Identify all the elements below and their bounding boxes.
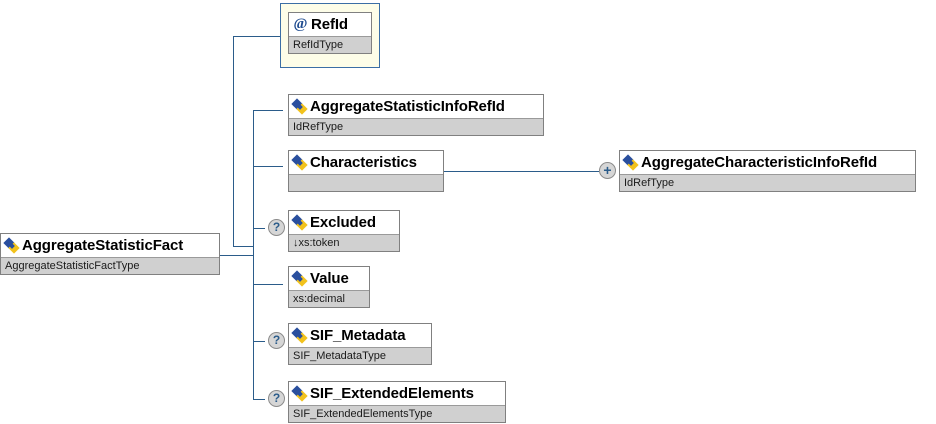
node-title-row: @ RefId (289, 13, 371, 36)
node-name: RefId (311, 16, 349, 33)
expand-badge-aggregate-characteristic-info-refid[interactable]: + (599, 162, 616, 179)
element-icon (291, 326, 308, 344)
connector-attribute-vertical (233, 36, 234, 246)
node-aggregate-characteristic-info-refid[interactable]: AggregateCharacteristicInfoRefId IdRefTy… (619, 150, 916, 192)
optional-badge-sif-metadata[interactable]: ? (268, 332, 285, 349)
node-title-row: AggregateStatisticFact (1, 234, 219, 257)
node-type-row: SIF_ExtendedElementsType (289, 405, 505, 422)
connector-characteristics-to-grandchild (444, 171, 599, 172)
node-type-row: RefIdType (289, 36, 371, 53)
element-icon (291, 384, 308, 402)
node-type: SIF_ExtendedElementsType (293, 408, 433, 420)
element-icon (291, 213, 308, 231)
node-title-row: SIF_ExtendedElements (289, 382, 505, 405)
element-icon (622, 153, 639, 171)
node-value[interactable]: Value xs:decimal (288, 266, 370, 308)
optional-badge-sif-extended-elements[interactable]: ? (268, 390, 285, 407)
node-name: AggregateCharacteristicInfoRefId (641, 154, 878, 171)
element-icon (3, 236, 20, 254)
node-aggregate-statistic-info-refid[interactable]: AggregateStatisticInfoRefId IdRefType (288, 94, 544, 136)
connector-child-3 (253, 228, 265, 229)
element-icon (291, 97, 308, 115)
connector-attribute-horizontal (233, 36, 283, 37)
node-type: AggregateStatisticFactType (5, 260, 140, 272)
node-type: IdRefType (624, 177, 675, 189)
node-sif-extended-elements[interactable]: SIF_ExtendedElements SIF_ExtendedElement… (288, 381, 506, 423)
node-type-row: SIF_MetadataType (289, 347, 431, 364)
connector-child-2 (253, 166, 283, 167)
node-name: SIF_Metadata (310, 327, 406, 344)
connector-children-vertical (253, 110, 254, 399)
node-title-row: Value (289, 267, 369, 290)
attribute-icon: @ (293, 16, 308, 32)
connector-child-4 (253, 284, 283, 285)
node-type: RefIdType (293, 39, 344, 51)
element-icon (291, 269, 308, 287)
connector-root-stub (219, 255, 254, 256)
node-type-row: IdRefType (289, 118, 543, 135)
element-icon (291, 153, 308, 171)
node-title-row: Excluded (289, 211, 399, 234)
node-type-row: ↓xs:token (289, 234, 399, 251)
node-type-row: IdRefType (620, 174, 915, 191)
node-type-row: AggregateStatisticFactType (1, 257, 219, 274)
node-type-row: xs:decimal (289, 290, 369, 307)
node-name: Characteristics (310, 154, 417, 171)
node-name: Excluded (310, 214, 376, 231)
node-type: xs:decimal (293, 293, 345, 305)
node-sif-metadata[interactable]: SIF_Metadata SIF_MetadataType (288, 323, 432, 365)
node-type-row (289, 174, 443, 191)
node-refid-attribute[interactable]: @ RefId RefIdType (288, 12, 372, 54)
node-type: ↓xs:token (293, 237, 340, 249)
node-type: IdRefType (293, 121, 344, 133)
node-name: SIF_ExtendedElements (310, 385, 474, 402)
connector-attribute-elbow (233, 246, 254, 247)
node-title-row: SIF_Metadata (289, 324, 431, 347)
node-characteristics[interactable]: Characteristics (288, 150, 444, 192)
connector-child-6 (253, 399, 265, 400)
node-name: Value (310, 270, 349, 287)
node-title-row: Characteristics (289, 151, 443, 174)
connector-child-5 (253, 341, 265, 342)
node-title-row: AggregateStatisticInfoRefId (289, 95, 543, 118)
optional-badge-excluded[interactable]: ? (268, 219, 285, 236)
node-excluded[interactable]: Excluded ↓xs:token (288, 210, 400, 252)
node-title-row: AggregateCharacteristicInfoRefId (620, 151, 915, 174)
node-aggregate-statistic-fact[interactable]: AggregateStatisticFact AggregateStatisti… (0, 233, 220, 275)
node-name: AggregateStatisticInfoRefId (310, 98, 505, 115)
node-type: SIF_MetadataType (293, 350, 386, 362)
node-name: AggregateStatisticFact (22, 237, 184, 254)
connector-child-1 (253, 110, 283, 111)
